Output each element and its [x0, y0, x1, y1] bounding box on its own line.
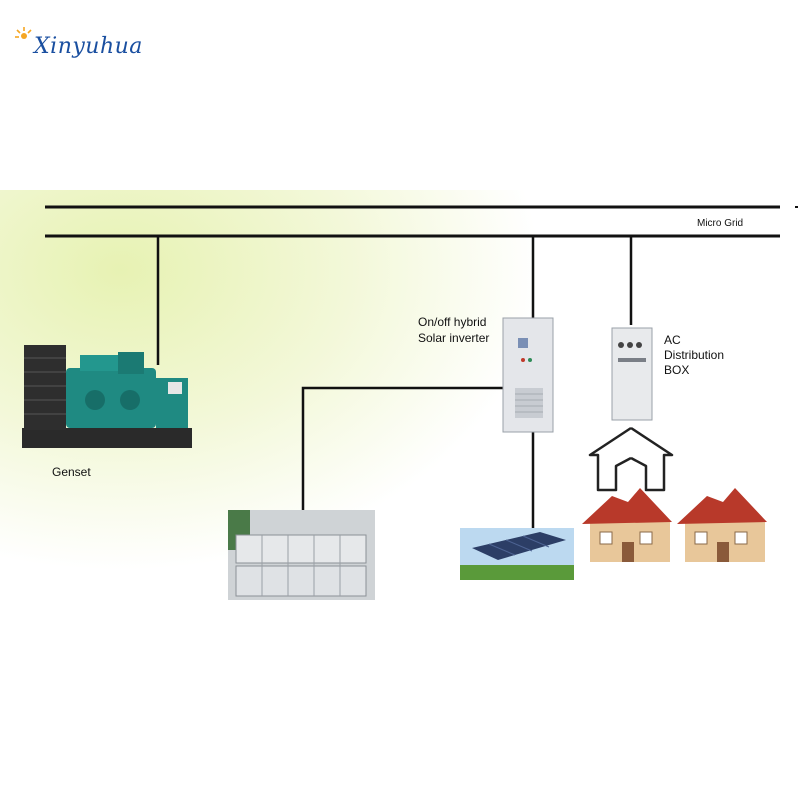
genset-label: Genset: [52, 465, 91, 479]
battery-connector: [301, 386, 503, 515]
house-illustration-1: [582, 488, 672, 562]
ac-distribution-box: [611, 327, 653, 421]
solar-array-illustration: [460, 528, 574, 580]
brand-logo: Xinyuhua: [14, 26, 164, 66]
inverter-cabinet: [502, 317, 554, 433]
micro-grid-label: Micro Grid: [697, 218, 744, 229]
sun-icon: [15, 27, 32, 39]
genset-illustration: [22, 345, 192, 448]
inverter-label-line2: Solar inverter: [418, 331, 490, 345]
distribution-arrows: [588, 426, 674, 492]
ac-box-label-line2: Distribution: [664, 348, 725, 362]
ac-box-label-line1: AC: [664, 333, 681, 347]
house-illustration-2: [677, 488, 767, 562]
battery-bank-illustration: [228, 510, 375, 600]
logo-text: Xinyuhua: [34, 34, 143, 59]
inverter-label-line1: On/off hybrid: [418, 315, 487, 329]
ac-box-label-line3: BOX: [664, 363, 690, 377]
